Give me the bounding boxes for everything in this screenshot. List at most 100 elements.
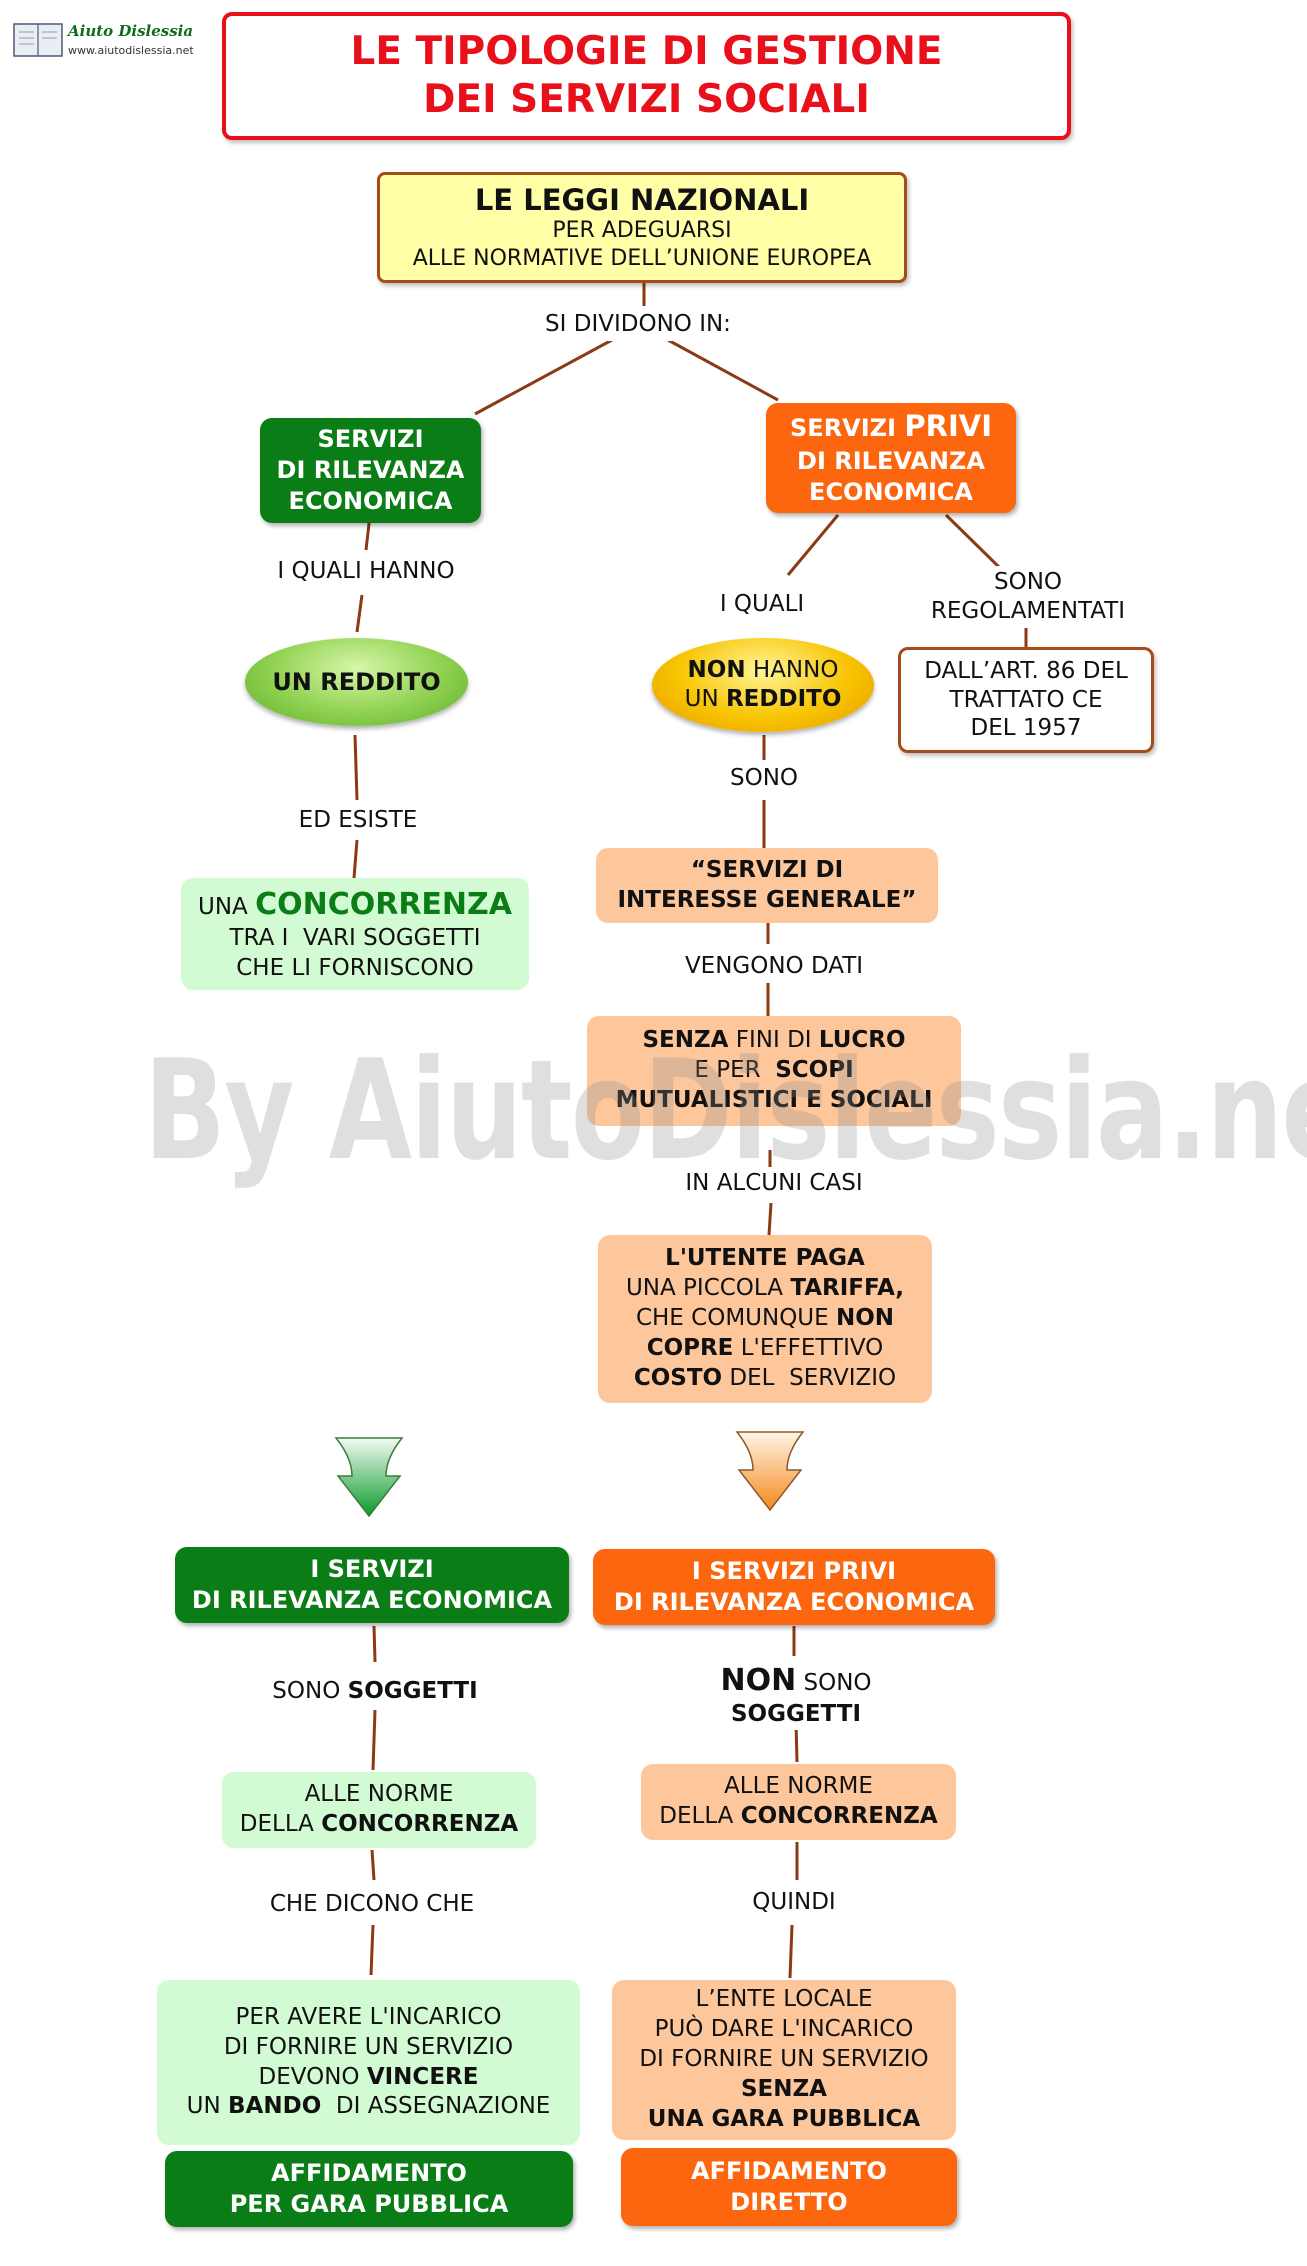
public-tender-line-1: AFFIDAMENTO — [271, 2158, 467, 2187]
left-services-line-3: ECONOMICA — [288, 487, 453, 516]
article-86-line-1: DALL’ART. 86 DEL — [924, 657, 1128, 684]
right-no-income-reddito: REDDITO — [725, 686, 842, 712]
local-authority-line-3: DI FORNIRE UN SERVIZIO — [639, 2046, 929, 2073]
fee-del-servizio: DEL SERVIZIO — [722, 1364, 897, 1391]
right-no-income-oval: NON HANNO UN REDDITO — [652, 638, 874, 732]
fee-line-3: CHE COMUNQUE NON — [636, 1304, 894, 1334]
fee-comunque: CHE COMUNQUE — [635, 1305, 836, 1332]
national-laws-box: LE LEGGI NAZIONALI PER ADEGUARSI ALLE NO… — [377, 172, 907, 283]
general-interest-box: “SERVIZI DI INTERESSE GENERALE” — [596, 848, 938, 923]
direct-assignment-line-1: AFFIDAMENTO — [691, 2156, 887, 2185]
tender-line-3: DEVONO VINCERE — [259, 2063, 479, 2093]
tender-vincere: VINCERE — [366, 2063, 479, 2090]
non-profit-line-1: SENZA FINI DI LUCRO — [642, 1026, 905, 1056]
tender-line-4: UN BANDO DI ASSEGNAZIONE — [187, 2092, 551, 2122]
label-che-dicono-che: CHE DICONO CHE — [263, 1888, 481, 1921]
right-norms-concorrenza: CONCORRENZA — [740, 1803, 938, 1829]
label-ed-esiste: ED ESISTE — [292, 804, 424, 837]
fee-line-2: UNA PICCOLA TARIFFA, — [626, 1274, 904, 1304]
general-interest-line-2: INTERESSE GENERALE” — [617, 886, 917, 913]
title-line-1: LE TIPOLOGIE DI GESTIONE — [350, 29, 943, 75]
left-income-oval: UN REDDITO — [245, 638, 468, 726]
competition-line-3: CHE LI FORNISCONO — [236, 954, 474, 981]
green-down-arrow-icon — [334, 1437, 404, 1518]
right-services-line-3: ECONOMICA — [809, 477, 973, 506]
orange-down-arrow-icon — [735, 1431, 805, 1512]
public-tender-line-2: PER GARA PUBBLICA — [229, 2190, 509, 2218]
fee-tariffa: TARIFFA, — [790, 1275, 905, 1302]
national-laws-line-1: PER ADEGUARSI — [552, 218, 732, 244]
title-line-2: DEI SERVIZI SOCIALI — [423, 77, 870, 122]
fee-effettivo: L'EFFETTIVO — [733, 1334, 884, 1361]
label-i-quali: I QUALI — [713, 588, 811, 621]
label-sono: SONO — [723, 762, 805, 795]
right-norms-line-1: ALLE NORME — [724, 1773, 873, 1800]
label-non: NON — [720, 1663, 797, 1698]
right-services-line-2: DI RILEVANZA — [797, 446, 985, 475]
national-laws-heading: LE LEGGI NAZIONALI — [474, 182, 810, 217]
label-sono-regolamentati-2: REGOLAMENTATI — [930, 597, 1126, 624]
fee-line-1: L'UTENTE PAGA — [665, 1245, 865, 1272]
local-authority-box: L’ENTE LOCALE PUÒ DARE L'INCARICO DI FOR… — [612, 1980, 956, 2140]
competition-word: CONCORRENZA — [255, 886, 512, 922]
right-no-income-line-2: UN REDDITO — [685, 685, 842, 714]
right-services-word: SERVIZI — [790, 413, 905, 442]
left-norms-box: ALLE NORME DELLA CONCORRENZA — [222, 1772, 536, 1848]
right-norms-box: ALLE NORME DELLA CONCORRENZA — [641, 1764, 956, 1840]
label-in-alcuni-casi: IN ALCUNI CASI — [679, 1167, 869, 1200]
right-services-box: SERVIZI PRIVI DI RILEVANZA ECONOMICA — [766, 403, 1016, 513]
article-86-box: DALL’ART. 86 DEL TRATTATO CE DEL 1957 — [898, 647, 1154, 753]
left-bottom-services-line-1: I SERVIZI — [310, 1554, 434, 1583]
non-profit-scopi: SCOPI — [775, 1057, 854, 1084]
book-logo-icon — [13, 23, 63, 57]
local-authority-line-1: L’ENTE LOCALE — [695, 1986, 873, 2013]
tender-assegnazione: DI ASSEGNAZIONE — [321, 2093, 551, 2120]
national-laws-line-2: ALLE NORMATIVE DELL’UNIONE EUROPEA — [412, 245, 872, 271]
right-no-income-un: UN — [684, 686, 726, 712]
label-vengono-dati: VENGONO DATI — [678, 950, 870, 983]
logo: Aiuto Dislessia www.aiutodislessia.net — [12, 18, 202, 64]
direct-assignment-line-2: DIRETTO — [730, 2188, 848, 2216]
label-sono-2: SONO — [796, 1670, 872, 1696]
fee-copre: COPRE — [646, 1334, 734, 1361]
fee-piccola: UNA PICCOLA — [625, 1275, 791, 1302]
fee-line-4: COPRE L'EFFETTIVO — [647, 1334, 884, 1364]
non-profit-fini-di: FINI DI — [728, 1027, 819, 1054]
label-sono-soggetti-sono: SONO — [272, 1678, 348, 1704]
left-income-text: UN REDDITO — [272, 668, 441, 696]
label-si-dividono: SI DIVIDONO IN: — [539, 308, 737, 341]
logo-url: www.aiutodislessia.net — [68, 44, 194, 57]
tender-box: PER AVERE L'INCARICO DI FORNIRE UN SERVI… — [157, 1980, 580, 2145]
article-86-line-3: DEL 1957 — [970, 715, 1082, 742]
left-norms-concorrenza: CONCORRENZA — [321, 1811, 519, 1837]
label-sono-soggetti: SONO SOGGETTI — [266, 1675, 484, 1708]
right-services-line-1: SERVIZI PRIVI — [790, 408, 992, 446]
competition-line-1: UNA CONCORRENZA — [198, 885, 512, 924]
right-bottom-services-line-1: I SERVIZI PRIVI — [691, 1556, 897, 1585]
left-services-line-2: DI RILEVANZA — [276, 455, 465, 484]
page-title: LE TIPOLOGIE DI GESTIONE DEI SERVIZI SOC… — [222, 12, 1071, 140]
non-profit-line-2: E PER SCOPI — [694, 1056, 853, 1086]
label-non-sono-line-1: NON SONO — [720, 1662, 871, 1700]
left-norms-line-2: DELLA CONCORRENZA — [240, 1810, 518, 1840]
left-services-line-1: SERVIZI — [317, 424, 424, 453]
left-bottom-services-box: I SERVIZI DI RILEVANZA ECONOMICA — [175, 1547, 569, 1623]
right-no-income-hanno: HANNO — [745, 657, 839, 684]
non-profit-line-3: MUTUALISTICI E SOCIALI — [615, 1086, 933, 1113]
right-services-privi: PRIVI — [904, 408, 992, 443]
tender-line-1: PER AVERE L'INCARICO — [235, 2003, 502, 2030]
label-sono-regolamentati: SONO REGOLAMENTATI — [924, 566, 1132, 628]
right-no-income-non: NON — [687, 657, 746, 684]
competition-word-una: UNA — [197, 893, 256, 920]
left-norms-della: DELLA — [239, 1811, 322, 1837]
non-profit-box: SENZA FINI DI LUCRO E PER SCOPI MUTUALIS… — [587, 1016, 961, 1126]
fee-non: NON — [835, 1305, 895, 1332]
general-interest-line-1: “SERVIZI DI — [690, 856, 844, 883]
label-non-sono-soggetti: NON SONO SOGGETTI — [714, 1660, 878, 1731]
local-authority-line-5: UNA GARA PUBBLICA — [647, 2105, 921, 2132]
label-sono-soggetti-soggetti: SOGGETTI — [347, 1678, 478, 1704]
right-bottom-services-line-2: DI RILEVANZA ECONOMICA — [613, 1588, 975, 1616]
label-quindi: QUINDI — [746, 1886, 842, 1919]
tender-line-2: DI FORNIRE UN SERVIZIO — [223, 2033, 514, 2060]
